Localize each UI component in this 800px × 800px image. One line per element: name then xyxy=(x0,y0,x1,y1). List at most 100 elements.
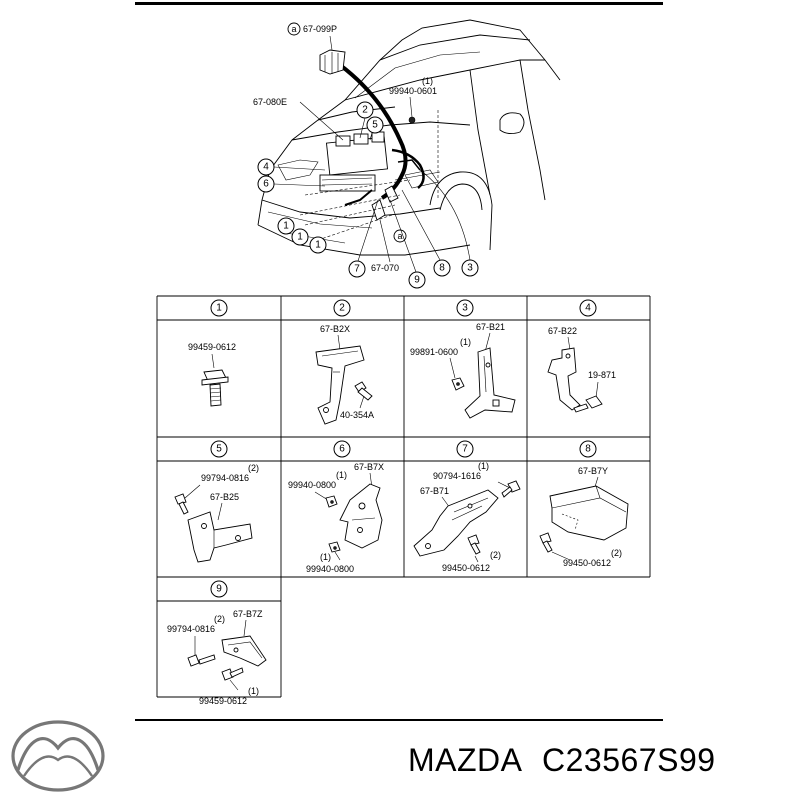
marker-5: 5 xyxy=(366,116,384,141)
car-overview-illustration xyxy=(257,19,561,256)
svg-text:4: 4 xyxy=(263,162,269,173)
overview-markers: 2 5 4 6 1 1 1 7 9 8 3 xyxy=(257,101,479,289)
bolt-99459-0612-b xyxy=(221,667,244,681)
callout-67-070: a 67-070 xyxy=(371,219,407,273)
callout-67-099P: a 67-099P xyxy=(287,22,337,51)
marker-1c: 1 xyxy=(309,236,327,254)
svg-text:3: 3 xyxy=(467,263,473,274)
svg-text:7: 7 xyxy=(462,444,468,455)
svg-text:67-B71: 67-B71 xyxy=(420,486,449,496)
grid-cell-2: 2 67-B2X 40-354A xyxy=(315,299,374,425)
bolt-40-354A xyxy=(354,381,373,401)
bracket-67-B7Y xyxy=(549,485,629,541)
overview-callouts: a 67-099P (1) 99940-0601 67-080E a 67-07… xyxy=(253,22,437,273)
marker-1b: 1 xyxy=(291,228,309,246)
svg-text:(1): (1) xyxy=(248,686,259,696)
bolt-99459-0612 xyxy=(201,369,229,407)
parts-grid xyxy=(156,295,651,698)
svg-text:(2): (2) xyxy=(490,550,501,560)
svg-text:99794-0816: 99794-0816 xyxy=(201,473,249,483)
bolt-99794-0816 xyxy=(174,493,189,515)
svg-text:99940-0800: 99940-0800 xyxy=(288,480,336,490)
svg-text:9: 9 xyxy=(216,584,222,595)
bracket-67-B25 xyxy=(187,511,253,563)
svg-text:67-080E: 67-080E xyxy=(253,97,287,107)
svg-text:8: 8 xyxy=(439,263,445,274)
svg-text:(1): (1) xyxy=(320,552,331,562)
bolt-99450-0612-b xyxy=(539,532,553,553)
grid-cell-4: 4 67-B22 19-871 xyxy=(547,299,616,413)
svg-text:(1): (1) xyxy=(460,337,471,347)
svg-text:8: 8 xyxy=(585,444,591,455)
marker-2: 2 xyxy=(356,101,374,139)
nut-99940-0800-lower xyxy=(328,541,341,553)
svg-text:40-354A: 40-354A xyxy=(340,410,374,420)
svg-text:4: 4 xyxy=(585,303,591,314)
svg-text:67-B21: 67-B21 xyxy=(476,322,505,332)
svg-text:5: 5 xyxy=(372,120,378,131)
marker-8: 8 xyxy=(401,189,451,277)
svg-text:67-B2X: 67-B2X xyxy=(320,324,350,334)
svg-text:(1): (1) xyxy=(422,76,433,86)
grid-cell-5: 5 (2) 99794-0816 67-B25 xyxy=(174,440,259,563)
callout-99940-0601: (1) 99940-0601 xyxy=(389,76,437,118)
bolt-90794-1616 xyxy=(501,480,521,498)
svg-text:(1): (1) xyxy=(336,470,347,480)
grid-cell-7: 7 (1) 90794-1616 67-B71 (2) 99450-0612 xyxy=(413,440,521,573)
svg-text:(1): (1) xyxy=(478,461,489,471)
brand-name: MAZDA xyxy=(408,742,523,778)
svg-text:99450-0612: 99450-0612 xyxy=(442,563,490,573)
grid-cell-3: 3 67-B21 (1) 99891-0600 xyxy=(410,299,516,419)
svg-text:19-871: 19-871 xyxy=(588,370,616,380)
svg-text:1: 1 xyxy=(297,232,303,243)
marker-9: 9 xyxy=(389,199,426,289)
svg-text:a: a xyxy=(291,24,296,34)
bracket-67-B2X xyxy=(315,345,365,425)
svg-text:(2): (2) xyxy=(214,614,225,624)
grid-cell-6: 6 (1) 99940-0800 67-B7X (1) 99940-0800 xyxy=(288,440,384,574)
bolt-19-871 xyxy=(573,395,603,413)
svg-text:1: 1 xyxy=(315,240,321,251)
mazda-logo-icon xyxy=(11,720,105,792)
svg-text:99450-0612: 99450-0612 xyxy=(563,558,611,568)
marker-7: 7 xyxy=(348,199,379,278)
grid-cell-8: 8 67-B7Y (2) 99450-0612 xyxy=(539,440,629,568)
svg-text:99940-0601: 99940-0601 xyxy=(389,86,437,96)
svg-text:5: 5 xyxy=(216,444,222,455)
svg-text:1: 1 xyxy=(216,303,222,314)
bracket-67-B71 xyxy=(413,489,499,557)
bolt-99450-0612 xyxy=(467,534,481,555)
marker-3: 3 xyxy=(419,169,479,277)
svg-text:(2): (2) xyxy=(248,463,259,473)
marker-6: 6 xyxy=(257,175,326,193)
svg-text:(2): (2) xyxy=(611,548,622,558)
bracket-67-B7Z xyxy=(221,635,267,667)
svg-text:2: 2 xyxy=(339,303,345,314)
svg-text:90794-1616: 90794-1616 xyxy=(433,471,481,481)
grid-cell-1: 1 99459-0612 xyxy=(188,299,236,407)
svg-text:99794-0816: 99794-0816 xyxy=(167,624,215,634)
svg-text:67-B22: 67-B22 xyxy=(548,326,577,336)
svg-text:6: 6 xyxy=(263,179,269,190)
svg-text:67-B7Y: 67-B7Y xyxy=(578,466,608,476)
bolt-99794-0816-b xyxy=(187,654,216,667)
svg-text:67-B25: 67-B25 xyxy=(210,492,239,502)
svg-text:67-070: 67-070 xyxy=(371,263,399,273)
svg-text:6: 6 xyxy=(339,444,345,455)
callout-67-080E: 67-080E xyxy=(253,97,344,141)
svg-text:67-099P: 67-099P xyxy=(303,24,337,34)
svg-text:67-B7X: 67-B7X xyxy=(354,462,384,472)
nut-99891-0600 xyxy=(451,377,465,391)
svg-text:99940-0800: 99940-0800 xyxy=(306,564,354,574)
bracket-67-B7X xyxy=(339,483,383,549)
svg-text:2: 2 xyxy=(362,105,368,116)
svg-text:9: 9 xyxy=(414,275,420,286)
svg-text:67-B7Z: 67-B7Z xyxy=(233,609,263,619)
svg-text:99891-0600: 99891-0600 xyxy=(410,347,458,357)
svg-text:99459-0612: 99459-0612 xyxy=(199,696,247,706)
nut-99940-0800-upper xyxy=(325,495,338,508)
svg-text:3: 3 xyxy=(462,303,468,314)
svg-text:1: 1 xyxy=(283,221,289,232)
svg-text:a: a xyxy=(397,231,402,241)
